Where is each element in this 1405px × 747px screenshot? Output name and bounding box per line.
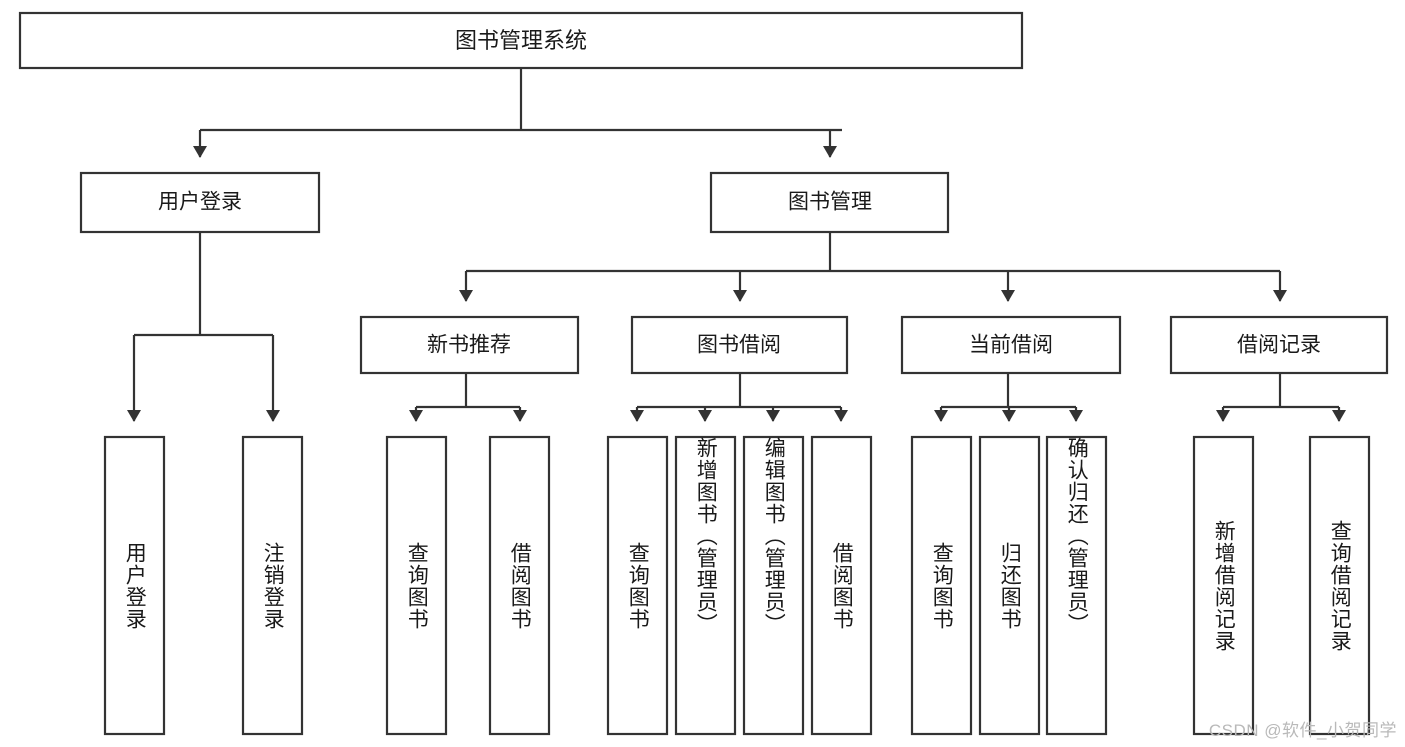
leaf-box-borrow-book-2[interactable]: [810, 435, 873, 736]
node-book-borrow[interactable]: 图书借阅: [630, 315, 849, 375]
leaf-box-query-book-1[interactable]: [385, 435, 448, 736]
leaf-box-query-book-3[interactable]: [910, 435, 973, 736]
leaf-box-user-login[interactable]: [103, 435, 166, 736]
leaf-box-user-logout[interactable]: [241, 435, 304, 736]
leaf-box-query-borrow-record[interactable]: [1308, 435, 1371, 736]
node-new-book-recommend-label: 新书推荐: [427, 334, 511, 357]
leaf-box-borrow-book-1[interactable]: [488, 435, 551, 736]
node-root[interactable]: 图书管理系统: [18, 11, 1024, 70]
leaf-boxes: [103, 435, 1371, 736]
leaf-box-add-book[interactable]: [674, 435, 737, 736]
leaf-box-return-book[interactable]: [978, 435, 1041, 736]
node-borrow-record-label: 借阅记录: [1237, 334, 1321, 357]
leaf-box-edit-book[interactable]: [742, 435, 805, 736]
node-current-borrow[interactable]: 当前借阅: [900, 315, 1122, 375]
connector-borrowrecord-to-leaves: [1216, 373, 1346, 422]
connector-root-to-level2: [193, 68, 842, 158]
connector-currentborrow-to-leaves: [934, 373, 1083, 422]
leaf-box-confirm-return[interactable]: [1045, 435, 1108, 736]
leaf-box-query-book-2[interactable]: [606, 435, 669, 736]
watermark-csdn: CSDN @软件_小贺同学: [1208, 721, 1397, 740]
leaf-box-add-borrow-record[interactable]: [1192, 435, 1255, 736]
connector-newbook-to-leaves: [409, 373, 527, 422]
node-borrow-record[interactable]: 借阅记录: [1169, 315, 1389, 375]
node-root-label: 图书管理系统: [455, 28, 587, 53]
node-user-login[interactable]: 用户登录: [79, 171, 321, 234]
connector-bookmgmt-to-level3: [459, 232, 1287, 302]
node-book-management-label: 图书管理: [788, 191, 872, 214]
node-user-login-label: 用户登录: [158, 191, 242, 214]
node-new-book-recommend[interactable]: 新书推荐: [359, 315, 580, 375]
node-book-management[interactable]: 图书管理: [709, 171, 950, 234]
connector-bookborrow-to-leaves: [630, 373, 848, 422]
node-book-borrow-label: 图书借阅: [697, 334, 781, 357]
node-current-borrow-label: 当前借阅: [969, 334, 1053, 357]
connector-userlogin-to-leaves: [127, 232, 280, 422]
